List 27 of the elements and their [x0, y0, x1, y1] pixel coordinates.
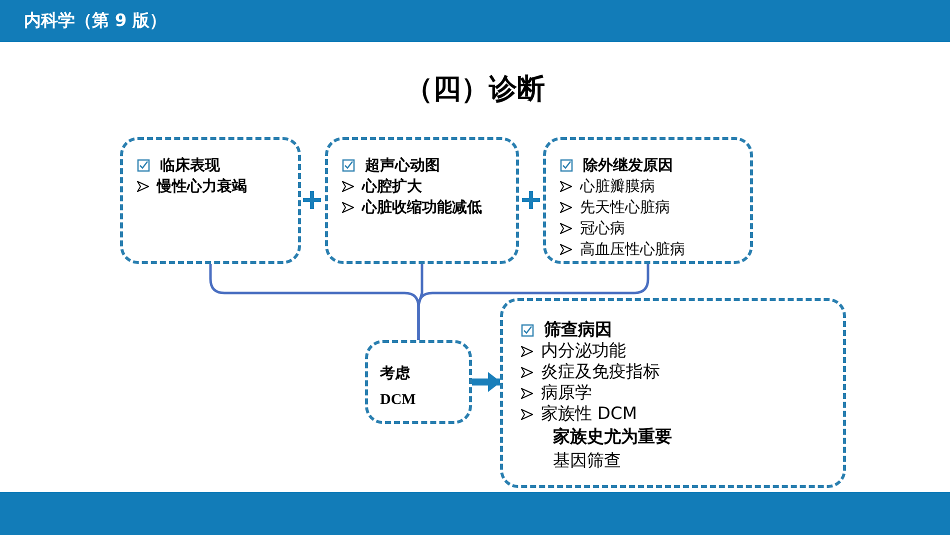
dashed-rounded-box: [365, 340, 472, 424]
section-heading: 筛查病因: [544, 319, 612, 341]
block-arrow: [472, 372, 501, 392]
list-item: 慢性心力衰竭: [157, 176, 247, 197]
list-item: 家族性 DCM: [541, 404, 638, 425]
header-title: 内科学（第 9 版）: [24, 10, 167, 33]
list-item: 病原学: [541, 383, 592, 404]
box-text: 考虑 DCM: [380, 364, 417, 410]
section-heading: 超声心动图: [365, 155, 440, 176]
section-heading: 除外继发原因: [583, 155, 673, 176]
emphasis-note: 家族史尤为重要: [553, 427, 672, 447]
brace-connector: [417, 264, 650, 340]
dashed-rounded-box: [543, 137, 753, 264]
list-item: 心脏瓣膜病: [580, 176, 655, 197]
dashed-rounded-box: [120, 137, 301, 264]
list-item: 先天性心脏病: [580, 197, 670, 218]
list-item: 内分泌功能: [541, 341, 626, 362]
list-item: 心脏收缩功能减低: [362, 197, 482, 218]
list-item: 基因筛查: [553, 451, 621, 471]
dashed-rounded-box: [325, 137, 519, 264]
list-item: 冠心病: [580, 218, 625, 239]
section-heading: 临床表现: [160, 155, 220, 176]
list-item: 心腔扩大: [362, 176, 422, 197]
slide-title: （四）诊断: [404, 71, 546, 107]
list-item: 炎症及免疫指标: [541, 362, 660, 383]
dashed-rounded-box: [500, 298, 846, 488]
list-item: 高血压性心脏病: [580, 239, 685, 260]
